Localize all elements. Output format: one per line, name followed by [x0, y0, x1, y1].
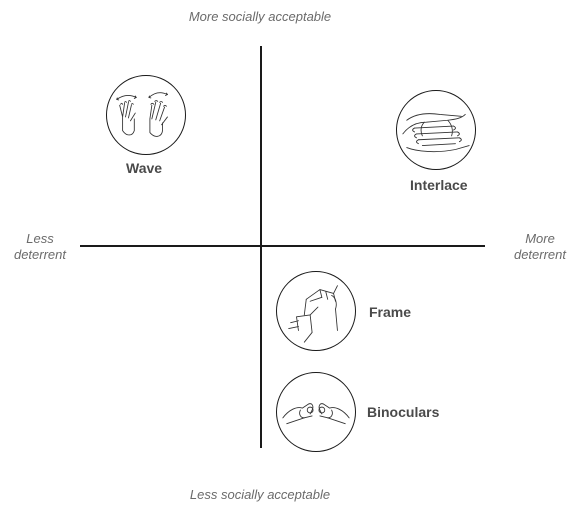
- frame-hands-icon: [276, 271, 356, 351]
- axis-label-right: More deterrent: [500, 231, 573, 263]
- interlaced-fingers-icon: [396, 90, 476, 170]
- gesture-label-interlace: Interlace: [410, 177, 468, 193]
- vertical-axis: [260, 46, 262, 448]
- axis-label-bottom: Less socially acceptable: [189, 487, 331, 502]
- axis-label-left-line2: deterrent: [13, 247, 67, 262]
- axis-label-left: Less deterrent: [0, 231, 80, 263]
- gesture-label-wave: Wave: [126, 160, 163, 176]
- axis-label-top: More socially acceptable: [188, 9, 332, 24]
- horizontal-axis: [80, 245, 485, 247]
- waving-hands-icon: [106, 75, 186, 155]
- gesture-label-binoculars: Binoculars: [367, 404, 440, 420]
- axis-label-right-line1: More: [525, 231, 555, 246]
- binocular-hands-icon: [276, 372, 356, 452]
- axis-label-right-line2: deterrent: [513, 247, 567, 262]
- axis-label-left-line1: Less: [26, 231, 54, 246]
- gesture-label-frame: Frame: [369, 304, 412, 320]
